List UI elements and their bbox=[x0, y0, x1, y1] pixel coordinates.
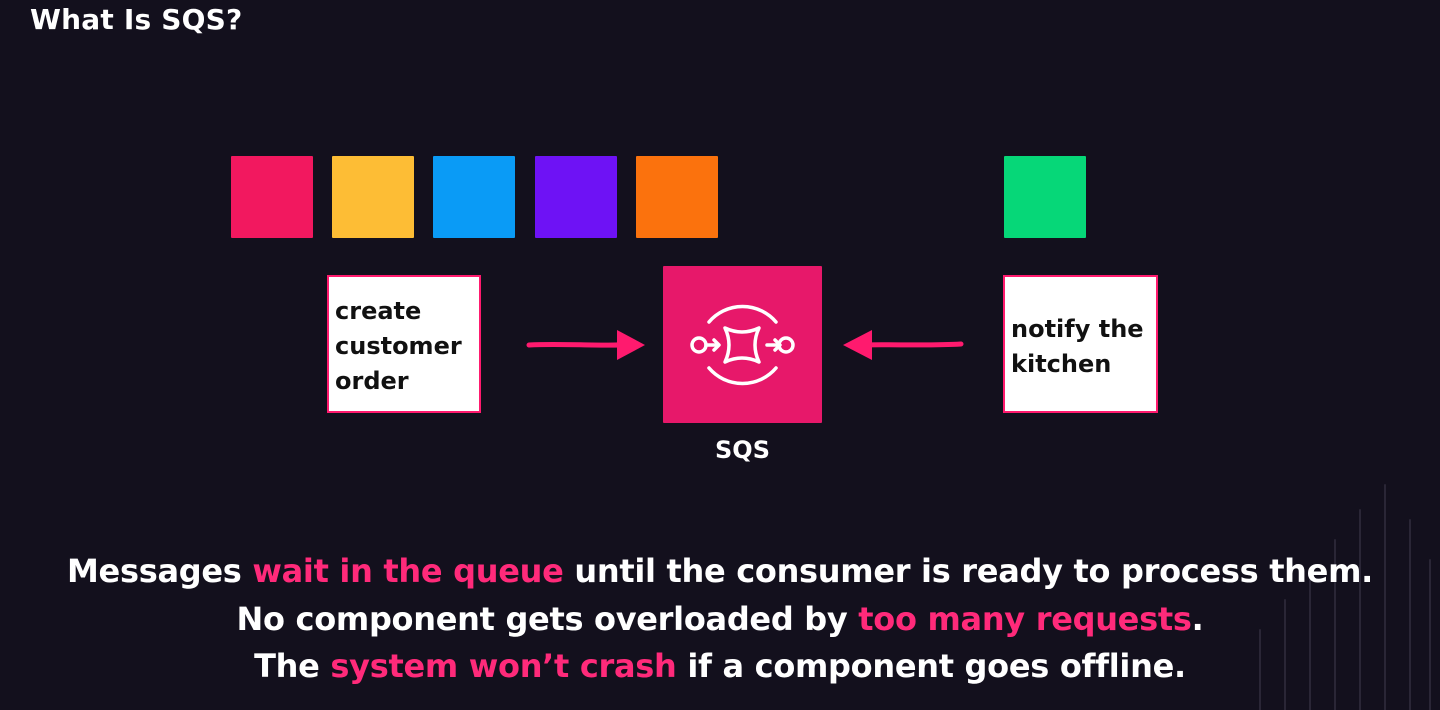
message-square-2 bbox=[332, 156, 414, 238]
background-decoration bbox=[1259, 484, 1431, 710]
arrow-right-icon bbox=[526, 330, 645, 360]
sqs-queue-icon bbox=[690, 304, 795, 386]
producer-line: create bbox=[335, 297, 422, 325]
slide-title: What Is SQS? bbox=[30, 3, 243, 36]
message-square-5 bbox=[636, 156, 718, 238]
caption-text: The bbox=[254, 647, 331, 685]
producer-line: customer bbox=[335, 332, 462, 360]
message-square-3 bbox=[433, 156, 515, 238]
sqs-label: SQS bbox=[715, 436, 770, 464]
consumer-line: kitchen bbox=[1011, 350, 1112, 378]
consumer-box: notify the kitchen bbox=[1003, 275, 1158, 413]
producer-box: create customer order bbox=[327, 275, 481, 413]
caption-line: Messages wait in the queue until the con… bbox=[0, 552, 1440, 590]
message-square-4 bbox=[535, 156, 617, 238]
caption-line: No component gets overloaded by too many… bbox=[0, 600, 1440, 638]
message-square-1 bbox=[231, 156, 313, 238]
caption-text: Messages bbox=[67, 552, 253, 590]
arrow-left-icon bbox=[843, 330, 964, 360]
caption-highlight: too many requests bbox=[858, 600, 1192, 638]
caption-text: until the consumer is ready to process t… bbox=[563, 552, 1373, 590]
producer-line: order bbox=[335, 367, 409, 395]
processed-message-square bbox=[1004, 156, 1086, 238]
caption-text: No component gets overloaded by bbox=[236, 600, 859, 638]
caption-highlight: wait in the queue bbox=[252, 552, 564, 590]
caption-text: . bbox=[1191, 600, 1204, 638]
sqs-tile bbox=[663, 266, 822, 423]
consumer-line: notify the bbox=[1011, 315, 1144, 343]
caption-highlight: system won’t crash bbox=[330, 647, 677, 685]
caption-line: The system won’t crash if a component go… bbox=[0, 647, 1440, 685]
caption-text: if a component goes offline. bbox=[676, 647, 1186, 685]
